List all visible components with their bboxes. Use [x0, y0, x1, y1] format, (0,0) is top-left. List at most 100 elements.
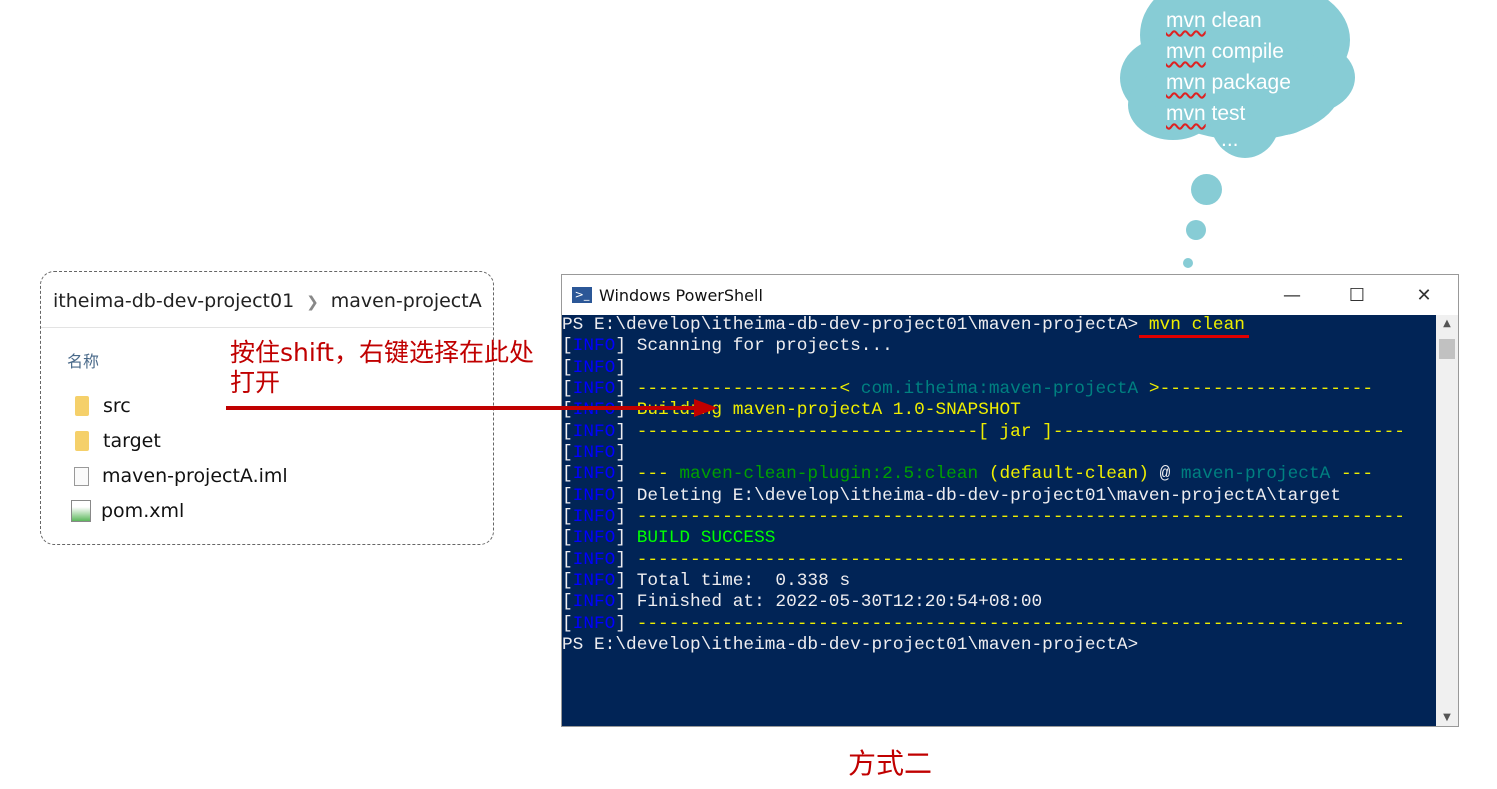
thought-bubble-small: [1183, 258, 1193, 268]
terminal-text: ]: [615, 443, 627, 464]
info-tag: INFO: [572, 613, 616, 634]
thought-bubble-medium: [1186, 220, 1206, 240]
terminal-text: ]: [615, 464, 637, 485]
terminal-text: ] Finished at: 2022-05-30T12:20:54+08:00: [615, 592, 1043, 613]
scroll-up-icon[interactable]: ▲: [1443, 318, 1451, 329]
info-tag: INFO: [572, 400, 616, 421]
file-item-src[interactable]: src: [71, 395, 131, 417]
terminal-line: [INFO] Scanning for projects...: [562, 336, 1436, 357]
terminal-text: ---: [636, 464, 680, 485]
command-name: clean: [1205, 9, 1262, 32]
terminal-text: ]: [615, 613, 637, 634]
column-header-name[interactable]: 名称: [67, 352, 100, 371]
terminal-text: ]: [615, 357, 627, 378]
terminal-text: [: [562, 379, 573, 400]
chevron-right-icon: ❯: [306, 293, 319, 311]
terminal-line: [INFO] Deleting E:\develop\itheima-db-de…: [562, 486, 1436, 507]
terminal-text: ]: [615, 507, 637, 528]
terminal-line: [INFO] -------------------< com.itheima:…: [562, 379, 1436, 400]
info-tag: INFO: [572, 421, 616, 442]
cloud-commands: mvn clean mvn compile mvn package mvn te…: [1166, 5, 1291, 151]
terminal-line: [INFO] ---------------------------------…: [562, 507, 1436, 528]
terminal-output[interactable]: PS E:\develop\itheima-db-dev-project01\m…: [562, 315, 1436, 726]
info-tag: INFO: [572, 507, 616, 528]
more-ellipsis: ...: [1221, 128, 1239, 151]
terminal-text: PS E:\develop\itheima-db-dev-project01\m…: [562, 315, 1139, 335]
terminal-line: [INFO]: [562, 358, 1436, 379]
arrow-head-icon: [694, 399, 718, 417]
terminal-text: [: [562, 464, 573, 485]
scroll-down-icon[interactable]: ▼: [1443, 712, 1451, 723]
info-tag: INFO: [572, 549, 616, 570]
file-item-pom[interactable]: pom.xml: [71, 500, 184, 522]
scrollbar[interactable]: ▲ ▼: [1436, 315, 1458, 726]
caption: 方式二: [848, 747, 933, 780]
scrollbar-thumb[interactable]: [1439, 339, 1455, 359]
file-name: src: [103, 395, 131, 417]
command-prefix: mvn: [1166, 9, 1206, 32]
terminal-text: ]: [615, 379, 637, 400]
terminal-text: ]: [615, 400, 637, 421]
info-tag: INFO: [572, 592, 616, 613]
file-explorer: itheima-db-dev-project01❯maven-projectA …: [40, 271, 494, 545]
terminal-text: mvn clean: [1138, 315, 1245, 335]
folder-icon: [75, 431, 89, 451]
info-tag: INFO: [572, 571, 616, 592]
instruction-annotation: 按住shift，右键选择在此处打开: [230, 338, 534, 397]
close-button[interactable]: ✕: [1416, 285, 1432, 306]
window-title: Windows PowerShell: [599, 285, 763, 305]
command-name: package: [1205, 71, 1291, 94]
command-underline: [1139, 335, 1249, 338]
terminal-text: maven-projectA: [1180, 464, 1331, 485]
divider: [41, 327, 493, 328]
terminal-text: ] Total time: 0.338 s: [615, 571, 851, 592]
terminal-line: [INFO] --- maven-clean-plugin:2.5:clean …: [562, 464, 1436, 485]
info-tag: INFO: [572, 464, 616, 485]
terminal-text: ]: [615, 549, 637, 570]
terminal-text: ] Deleting E:\develop\itheima-db-dev-pro…: [615, 485, 1341, 506]
breadcrumb: itheima-db-dev-project01 ❯ maven-projectA: [53, 290, 482, 312]
terminal-text: [: [562, 507, 573, 528]
info-tag: INFO: [572, 357, 616, 378]
file-name: pom.xml: [101, 500, 185, 522]
terminal-text: @: [1148, 464, 1181, 485]
folder-icon: [75, 396, 89, 416]
info-tag: INFO: [572, 379, 616, 400]
xml-file-icon: [71, 500, 91, 522]
terminal-text: ]: [615, 528, 637, 549]
minimize-button[interactable]: —: [1283, 285, 1301, 306]
terminal-text: (default-clean): [978, 464, 1149, 485]
title-bar: >_ Windows PowerShell: [562, 275, 1458, 315]
terminal-line: [INFO]: [562, 443, 1436, 464]
terminal-text: com.itheima:maven-projectA: [860, 379, 1139, 400]
terminal-line: [INFO] --------------------------------[…: [562, 422, 1436, 443]
terminal-text: [: [562, 549, 573, 570]
terminal-text: [: [562, 613, 573, 634]
info-tag: INFO: [572, 336, 616, 357]
file-item-iml[interactable]: maven-projectA.iml: [71, 465, 288, 487]
breadcrumb-item[interactable]: maven-projectA: [330, 290, 482, 312]
terminal-text: [: [562, 571, 573, 592]
terminal-text: -------------------<: [636, 379, 861, 400]
breadcrumb-item[interactable]: itheima-db-dev-project01: [53, 290, 295, 312]
maximize-button[interactable]: ☐: [1348, 285, 1366, 306]
terminal-line: [INFO] BUILD SUCCESS: [562, 528, 1436, 549]
terminal-line: PS E:\develop\itheima-db-dev-project01\m…: [562, 315, 1436, 336]
info-tag: INFO: [572, 528, 616, 549]
terminal-text: ]: [615, 421, 637, 442]
powershell-window: >_ Windows PowerShell — ☐ ✕ PS E:\develo…: [561, 274, 1459, 727]
terminal-text: [: [562, 421, 573, 442]
terminal-text: [: [562, 357, 573, 378]
terminal-text: [: [562, 528, 573, 549]
file-item-target[interactable]: target: [71, 430, 161, 452]
terminal-text: --------------------------------[ jar ]-…: [636, 421, 1405, 442]
terminal-text: ---: [1330, 464, 1373, 485]
terminal-line: PS E:\develop\itheima-db-dev-project01\m…: [562, 635, 1436, 656]
terminal-text: PS E:\develop\itheima-db-dev-project01\m…: [562, 635, 1139, 656]
terminal-text: [: [562, 336, 573, 357]
powershell-icon: >_: [572, 287, 592, 303]
terminal-text: >--------------------: [1138, 379, 1373, 400]
command-prefix: mvn: [1166, 71, 1206, 94]
info-tag: INFO: [572, 443, 616, 464]
command-prefix: mvn: [1166, 40, 1206, 63]
